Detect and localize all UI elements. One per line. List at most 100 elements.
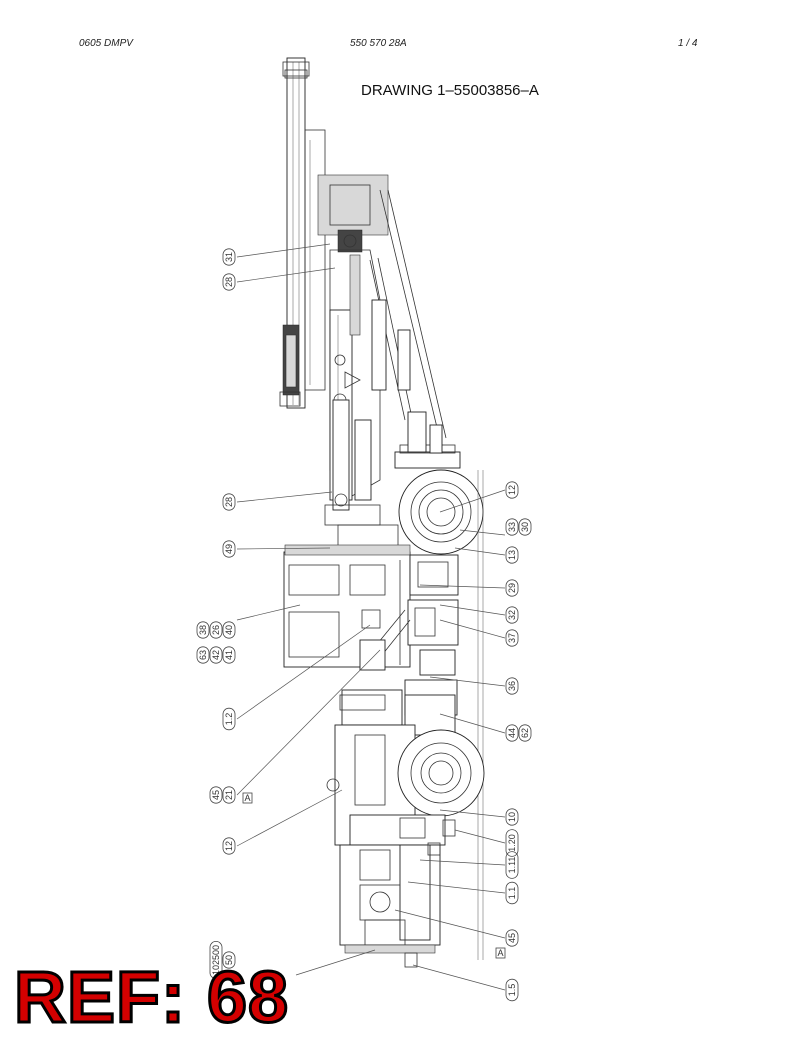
callout-balloon xyxy=(505,606,519,624)
callout-balloon xyxy=(505,978,519,1002)
callout-right: 45 xyxy=(505,929,519,947)
drawing-title: DRAWING 1–55003856–A xyxy=(361,82,539,99)
callout-number: 1.2 xyxy=(224,713,234,726)
callout-balloon xyxy=(222,786,236,804)
callout-number: 50 xyxy=(224,955,234,965)
callout-balloon xyxy=(505,881,519,905)
callout-number: 31 xyxy=(224,252,234,262)
callout-balloon xyxy=(518,518,532,536)
callout-number: 26 xyxy=(211,625,221,635)
callout-number: 63 xyxy=(198,650,208,660)
callout-number: 12 xyxy=(507,485,517,495)
callout-balloon xyxy=(505,724,519,742)
leader-lines xyxy=(236,243,506,991)
callout-right: 1.11 xyxy=(505,851,519,879)
callout-balloon xyxy=(505,851,519,879)
callout-left: 28 xyxy=(222,493,236,511)
header-part-number: 550 570 28A xyxy=(350,38,407,49)
callout-right: 29 xyxy=(505,579,519,597)
callout-number: 41 xyxy=(224,650,234,660)
callout-number: 32 xyxy=(507,610,517,620)
callout-number: 1.1 xyxy=(507,887,517,900)
callout-number: 102500 xyxy=(211,945,221,975)
callout-balloon xyxy=(209,940,223,980)
callout-number: 1.20 xyxy=(507,834,517,852)
callout-number: 33 xyxy=(507,522,517,532)
callout-balloon xyxy=(222,273,236,291)
callout-number: 21 xyxy=(224,790,234,800)
drill-rig-outline xyxy=(279,57,485,968)
callout-balloon xyxy=(505,481,519,499)
callout-balloon xyxy=(505,579,519,597)
callout-left: 49 xyxy=(222,540,236,558)
callout-balloon xyxy=(518,724,532,742)
callout-number: 1.5 xyxy=(507,984,517,997)
callout-balloon xyxy=(222,646,236,664)
callout-number: 45 xyxy=(211,790,221,800)
callout-balloon xyxy=(222,951,236,969)
view-mark-a-right: A xyxy=(495,947,506,959)
callout-number: 36 xyxy=(507,681,517,691)
callout-number: 28 xyxy=(224,497,234,507)
callout-balloon xyxy=(222,493,236,511)
callout-number: 37 xyxy=(507,633,517,643)
callout-balloon xyxy=(222,621,236,639)
callout-balloon xyxy=(505,808,519,826)
callout-number: 45 xyxy=(507,933,517,943)
callout-number: 38 xyxy=(198,625,208,635)
callout-balloon xyxy=(222,540,236,558)
callout-right: 37 xyxy=(505,629,519,647)
callout-left: 31 xyxy=(222,248,236,266)
callout-number: 49 xyxy=(224,544,234,554)
callout-balloon xyxy=(196,621,210,639)
callout-balloon xyxy=(505,929,519,947)
callout-left: 12 xyxy=(222,837,236,855)
view-mark-label: A xyxy=(497,948,503,958)
callout-balloon xyxy=(209,786,223,804)
callout-right: 1.5 xyxy=(505,978,519,1002)
callout-balloon xyxy=(505,518,519,536)
callout-balloon xyxy=(505,677,519,695)
callout-number: 30 xyxy=(520,522,530,532)
callout-balloon xyxy=(222,837,236,855)
callout-left: 28 xyxy=(222,273,236,291)
callout-right: 36 xyxy=(505,677,519,695)
callout-balloon xyxy=(222,707,236,731)
callout-balloon xyxy=(196,646,210,664)
callout-right: 10 xyxy=(505,808,519,826)
callout-number: 42 xyxy=(211,650,221,660)
callout-balloon xyxy=(209,646,223,664)
callout-number: 12 xyxy=(224,841,234,851)
header-page-number: 1 / 4 xyxy=(678,38,698,49)
callout-number: 1.11 xyxy=(507,857,517,874)
callout-right: 32 xyxy=(505,606,519,624)
callout-right: 1.20 xyxy=(505,829,519,857)
callout-number: 28 xyxy=(224,277,234,287)
callout-number: 10 xyxy=(507,812,517,822)
header-doc-code: 0605 DMPV xyxy=(79,38,133,49)
view-mark-a-left: A xyxy=(242,792,253,804)
view-mark-label: A xyxy=(244,793,250,803)
callout-right: 13 xyxy=(505,546,519,564)
callout-number: 44 xyxy=(507,728,517,738)
callout-number: 29 xyxy=(507,583,517,593)
callout-balloon xyxy=(209,621,223,639)
callout-right: 1.1 xyxy=(505,881,519,905)
callout-left: 1.2 xyxy=(222,707,236,731)
callout-number: 40 xyxy=(224,625,234,635)
callout-balloon xyxy=(505,829,519,857)
callout-number: 13 xyxy=(507,550,517,560)
callout-number: 62 xyxy=(520,728,530,738)
callout-balloon xyxy=(505,629,519,647)
callout-balloon xyxy=(505,546,519,564)
reference-stamp: REF: 68 xyxy=(12,958,290,1038)
